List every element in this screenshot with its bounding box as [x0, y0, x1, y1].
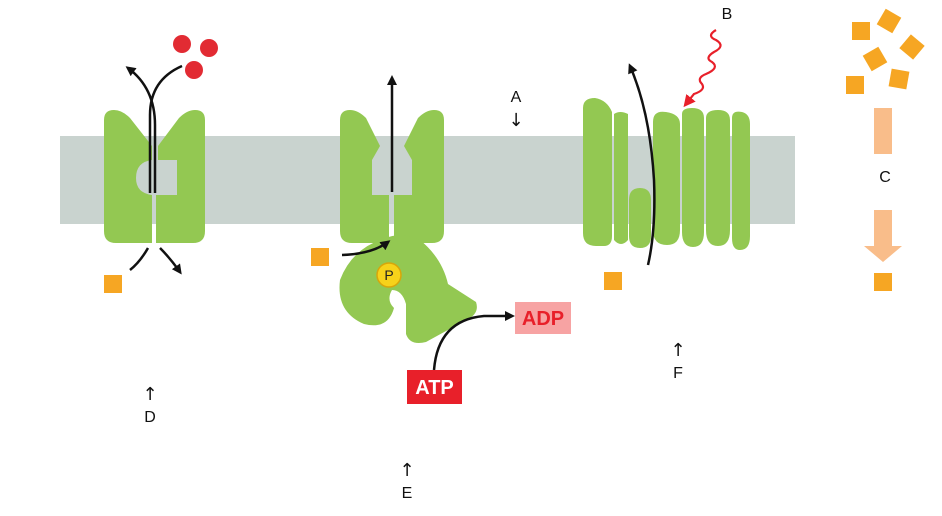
label-c: C: [879, 169, 891, 186]
label-f-arrow: ↑: [670, 340, 685, 361]
solute-particle: [874, 273, 892, 291]
ion: [200, 39, 218, 57]
atp-box: [407, 370, 462, 404]
label-b: B: [722, 6, 733, 23]
solute-particle: [846, 76, 864, 94]
exit-arrow-right: [159, 247, 182, 275]
receptor-f-helices: [583, 98, 750, 250]
solute-particle: [604, 272, 622, 290]
solute-particle: [104, 275, 122, 293]
phosphate-label: P: [384, 267, 393, 283]
receptor-f: [583, 98, 750, 250]
solute-particle: [876, 8, 902, 34]
pump-e-right-half: [394, 110, 444, 243]
adp-label: ADP: [522, 308, 564, 330]
label-d-arrow: ↑: [142, 384, 157, 405]
solute-particle: [852, 22, 870, 40]
solute-entry-arrow: [341, 240, 391, 257]
transporter-d-left-half: [104, 110, 152, 243]
atp-label: ATP: [415, 377, 454, 399]
adp-box: [515, 302, 571, 334]
solute-path-arrow: [148, 64, 183, 193]
ion: [173, 35, 191, 53]
diffusion-arrow: [864, 210, 902, 262]
atp-hydrolysis-arrow: [432, 311, 515, 371]
label-a: A: [511, 89, 522, 106]
transporter-d: [104, 110, 205, 243]
solute-particle: [862, 46, 888, 72]
label-e: E: [402, 485, 413, 502]
label-a-arrow: ↓: [508, 110, 523, 131]
phosphate-icon: P: [376, 262, 402, 288]
pump-e: [339, 110, 477, 343]
wavy-arrow-icon: [683, 29, 722, 108]
label-f: F: [673, 365, 683, 382]
solute-particle: [899, 34, 925, 60]
ion-path-arrow: [125, 66, 157, 193]
solute-particle: [311, 248, 329, 266]
diffusion-bar: [874, 108, 892, 154]
receptor-path-arrow: [628, 63, 656, 266]
label-e-arrow: ↑: [399, 460, 414, 481]
solute-particle: [888, 68, 910, 90]
exit-arrow-left: [129, 247, 150, 271]
pump-e-left-half: [340, 110, 389, 243]
pump-e-atpase-domain: [339, 235, 477, 343]
ion: [185, 61, 203, 79]
transporter-d-right-half: [156, 110, 205, 243]
label-d: D: [144, 409, 156, 426]
